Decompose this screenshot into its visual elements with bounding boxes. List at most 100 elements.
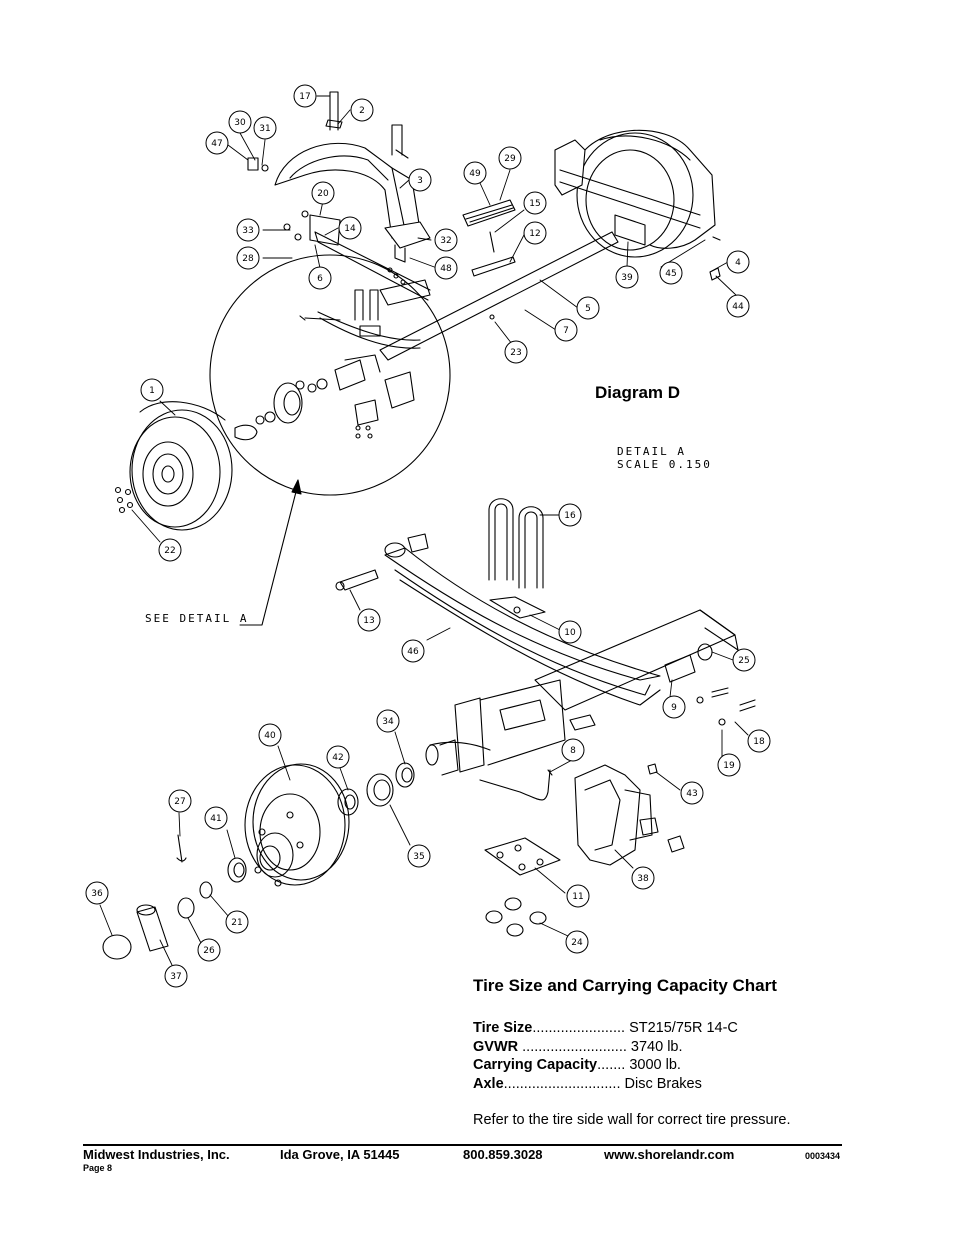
callout-number-13: 13	[363, 616, 374, 626]
footer-doc-number: 0003434	[805, 1151, 841, 1161]
spec-dots: ..........................	[522, 1039, 627, 1055]
step-pad-drawing	[462, 199, 516, 277]
callout-circle-28	[236, 246, 260, 270]
footer-divider	[83, 1144, 842, 1146]
mount-plate-drawing	[484, 837, 561, 937]
callout-number-23: 23	[510, 348, 521, 358]
callout-number-49: 49	[469, 169, 481, 179]
left-fender-drawing	[274, 142, 431, 263]
callout-number-46: 46	[407, 647, 419, 657]
axle-tube-drawing	[534, 609, 756, 726]
footer-company: Midwest Industries, Inc.	[83, 1147, 230, 1162]
callout-number-33: 33	[242, 226, 253, 236]
callout-number-37: 37	[170, 972, 181, 982]
see-detail-arrow	[239, 479, 302, 626]
callout-circle-48	[434, 256, 458, 280]
tire-drawing	[114, 401, 233, 531]
callout-number-14: 14	[344, 224, 356, 234]
callout-number-21: 21	[231, 918, 242, 928]
see-detail-label: SEE DETAIL A	[145, 612, 248, 625]
callout-circle-35	[407, 844, 431, 868]
callout-number-10: 10	[564, 628, 576, 638]
callout-number-22: 22	[164, 546, 175, 556]
spec-row-gvwr: GVWR .......................... 3740 lb.	[473, 1039, 833, 1055]
spec-dots: .............................	[503, 1076, 621, 1092]
spec-row-tire-size: Tire Size....................... ST215/7…	[473, 1020, 833, 1036]
callout-circle-24	[565, 930, 589, 954]
callout-number-41: 41	[210, 814, 221, 824]
callout-number-36: 36	[91, 889, 103, 899]
spec-label: GVWR	[473, 1039, 519, 1055]
callout-circle-38	[631, 866, 655, 890]
callout-number-39: 39	[621, 273, 633, 283]
callout-circle-29	[498, 146, 522, 170]
callout-circle-45	[659, 261, 683, 285]
capacity-chart-heading: Tire Size and Carrying Capacity Chart	[473, 976, 777, 995]
callout-circle-4	[726, 250, 750, 274]
callout-number-4: 4	[735, 258, 741, 268]
callout-number-7: 7	[563, 326, 569, 336]
callout-circle-1	[140, 378, 164, 402]
callout-circle-11	[566, 884, 590, 908]
spindle-drawing	[425, 679, 596, 801]
footer-page-number: Page 8	[83, 1163, 113, 1173]
callout-number-27: 27	[174, 797, 185, 807]
callout-number-38: 38	[637, 874, 649, 884]
callout-number-28: 28	[242, 254, 254, 264]
callout-circle-7	[554, 318, 578, 342]
callout-number-25: 25	[738, 656, 749, 666]
callout-circle-41	[204, 806, 228, 830]
bearing-parts-drawing	[102, 762, 415, 960]
callout-circle-47	[205, 131, 229, 155]
diagram-title: Diagram D	[595, 383, 681, 402]
footer-phone: 800.859.3028	[463, 1147, 543, 1162]
leaf-spring-drawing	[335, 533, 661, 706]
footer-website: www.shorelandr.com	[604, 1147, 735, 1162]
callout-circle-43	[680, 781, 704, 805]
callout-circle-49	[463, 161, 487, 185]
callout-circle-6	[308, 266, 332, 290]
callout-circle-30	[228, 110, 252, 134]
callout-circle-39	[615, 265, 639, 289]
callout-circle-5	[576, 296, 600, 320]
callout-number-26: 26	[203, 946, 215, 956]
callout-number-29: 29	[504, 154, 516, 164]
callout-number-5: 5	[585, 304, 591, 314]
caliper-drawing	[574, 763, 685, 866]
spec-dots: .......	[597, 1057, 626, 1073]
callout-number-30: 30	[234, 118, 246, 128]
callout-number-19: 19	[723, 761, 735, 771]
callout-number-48: 48	[440, 264, 452, 274]
callout-circle-42	[326, 745, 350, 769]
callout-circle-16	[558, 503, 582, 527]
callout-number-43: 43	[686, 789, 697, 799]
callout-number-3: 3	[417, 176, 423, 186]
callout-circle-44	[726, 294, 750, 318]
callout-circle-8	[561, 738, 585, 762]
leader-lines	[99, 95, 749, 966]
callout-circle-31	[253, 116, 277, 140]
callout-circle-2	[350, 98, 374, 122]
callout-number-47: 47	[211, 139, 222, 149]
callout-circle-17	[293, 84, 317, 108]
parts-diagram: 1723031473203314322848649291512572339454…	[85, 84, 771, 988]
detail-caption-line2: SCALE 0.150	[617, 458, 712, 471]
callout-number-2: 2	[359, 106, 365, 116]
detail-a-circle	[209, 254, 451, 496]
callout-circle-25	[732, 648, 756, 672]
callout-number-45: 45	[665, 269, 676, 279]
callout-circle-20	[311, 181, 335, 205]
tire-pressure-note: Refer to the tire side wall for correct …	[473, 1112, 791, 1128]
spec-value: 3000 lb.	[629, 1057, 681, 1073]
callout-circle-36	[85, 881, 109, 905]
callout-circle-37	[164, 964, 188, 988]
spec-row-axle: Axle............................. Disc B…	[473, 1076, 833, 1092]
callout-circle-22	[158, 538, 182, 562]
callout-circle-3	[408, 168, 432, 192]
callout-number-32: 32	[440, 236, 451, 246]
callout-circle-46	[401, 639, 425, 663]
callout-number-1: 1	[149, 386, 155, 396]
callout-number-20: 20	[317, 189, 329, 199]
callout-number-6: 6	[317, 274, 323, 284]
